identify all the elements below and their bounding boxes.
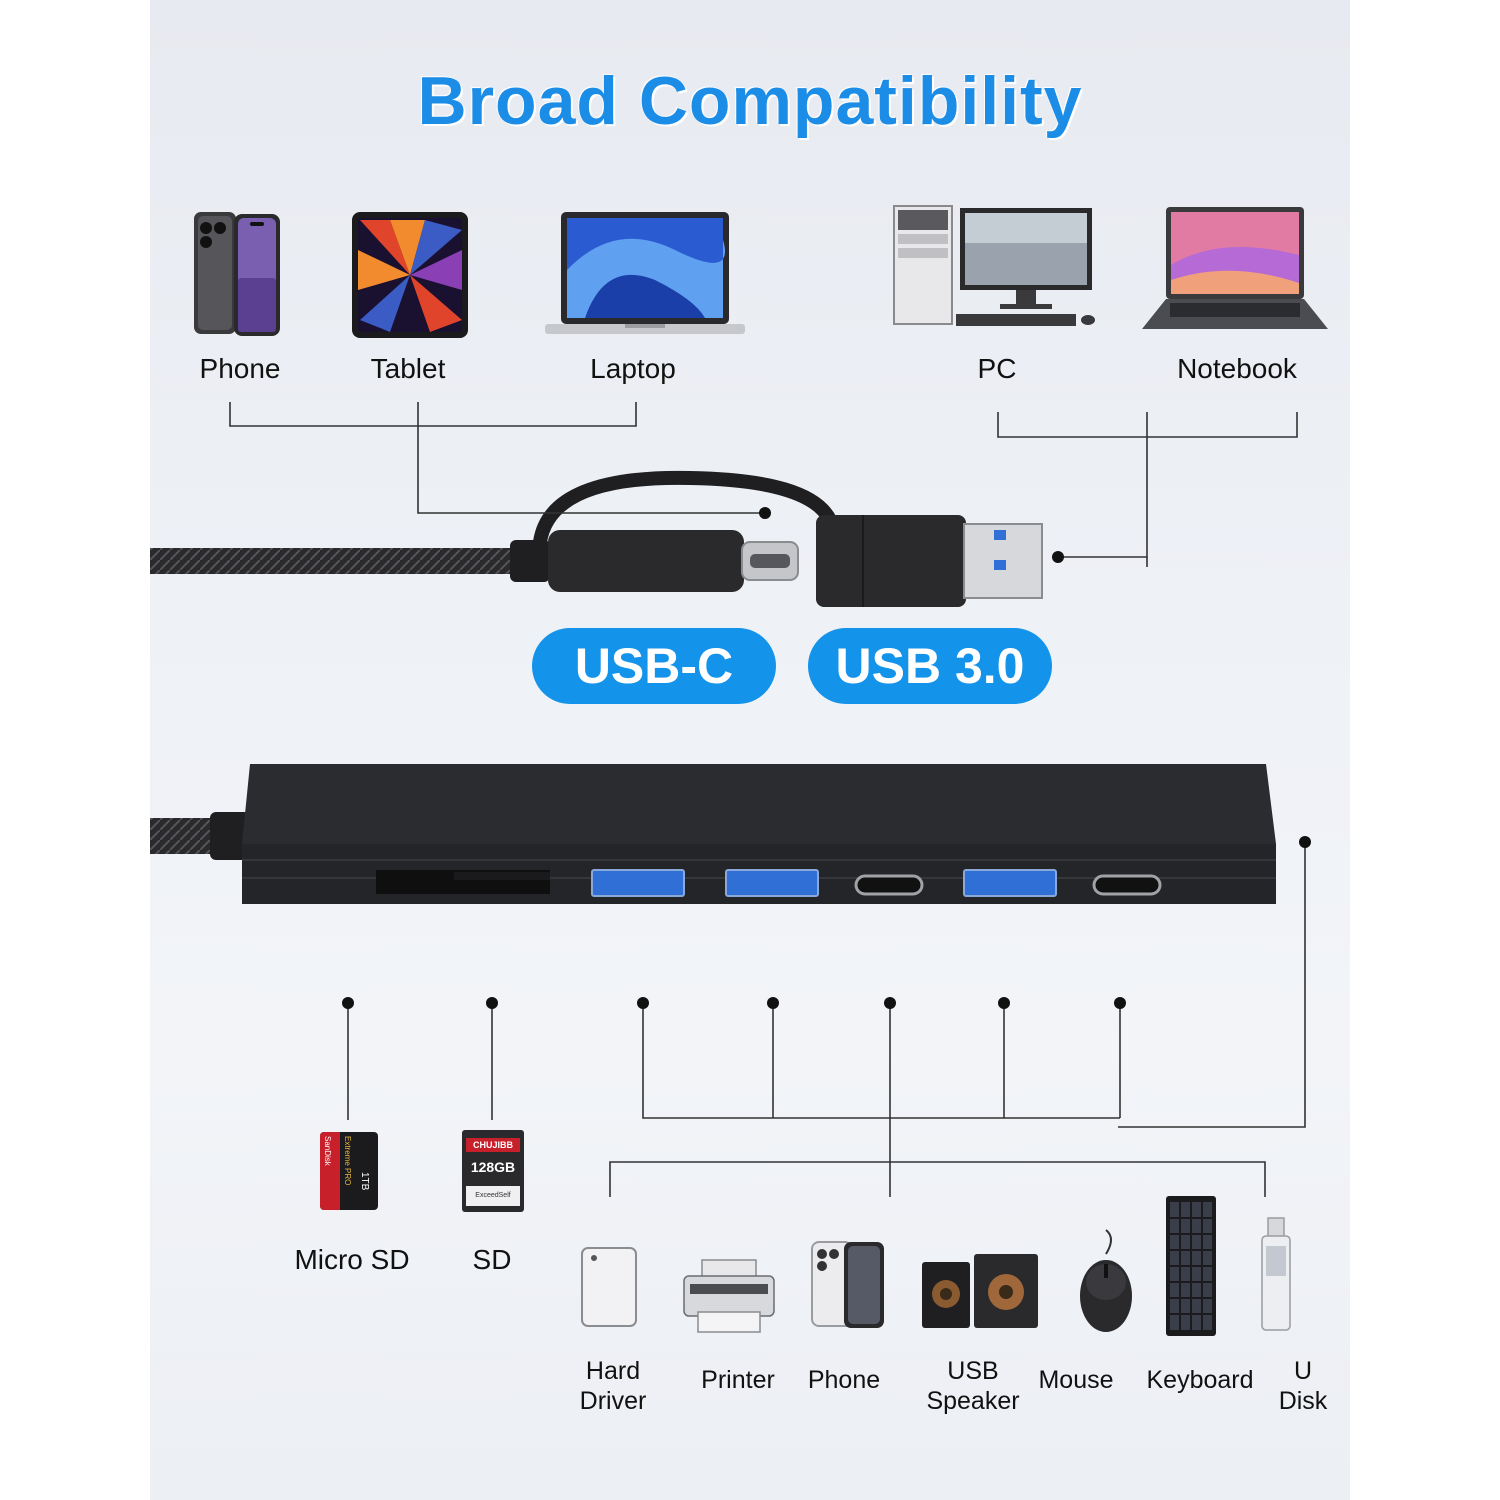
micro-sd-brand: SanDisk [323, 1136, 332, 1166]
tablet-icon [352, 212, 468, 338]
dual-connector-cable [150, 470, 1043, 607]
host-label-pc: PC [977, 353, 1017, 384]
notebook-icon [1142, 207, 1328, 329]
peripheral-label-line: Hard [585, 1357, 641, 1385]
peripheral-label-line: Mouse [1038, 1366, 1114, 1394]
host-label-phone: Phone [199, 353, 281, 384]
micro-sd-model: Extreme PRO [343, 1136, 352, 1186]
peripheral-label-line: Printer [701, 1366, 775, 1394]
laptop-icon [545, 212, 745, 334]
mouse-icon [1080, 1229, 1132, 1332]
usb-flash-drive-icon [1261, 1217, 1291, 1331]
peripheral-label-u-disk: U Disk [1268, 1356, 1338, 1416]
peripheral-label-line: Phone [807, 1366, 881, 1394]
peripheral-label-keyboard: Keyboard [1138, 1365, 1262, 1395]
host-label-laptop: Laptop [590, 353, 676, 384]
peripheral-label-hard-driver: Hard Driver [560, 1356, 666, 1416]
peripheral-label-line: USB [947, 1357, 999, 1385]
peripheral-label-usb-speaker: USB Speaker [914, 1356, 1032, 1416]
background-panel [150, 0, 1350, 1500]
card-label-sd: SD [472, 1244, 512, 1275]
keyboard-icon [1166, 1196, 1216, 1336]
speaker-icon [922, 1254, 1038, 1328]
peripheral-label-phone: Phone [796, 1365, 892, 1395]
usb-c-badge: USB-C [532, 628, 776, 704]
peripheral-label-line: Disk [1278, 1387, 1328, 1415]
sd-subtext: ExceedSelf [466, 1186, 520, 1206]
peripheral-label-line: U [1293, 1357, 1313, 1385]
peripheral-label-line: Speaker [926, 1387, 1020, 1415]
usb-3-badge: USB 3.0 [808, 628, 1052, 704]
peripheral-label-mouse: Mouse [1030, 1365, 1122, 1395]
card-label-micro-sd: Micro SD [294, 1244, 410, 1275]
hard-drive-icon [581, 1247, 637, 1327]
micro-sd-card-icon: SanDisk Extreme PRO 1TB [320, 1132, 378, 1210]
page-title: Broad Compatibility [417, 63, 1083, 139]
micro-sd-capacity: 1TB [359, 1172, 370, 1191]
peripheral-label-line: Driver [579, 1387, 647, 1415]
sd-capacity: 128GB [470, 1159, 516, 1175]
usb-hub [150, 764, 1276, 904]
desktop-pc-icon [893, 205, 1095, 326]
printer-icon [683, 1259, 775, 1333]
sd-brand: CHUJIBB [466, 1138, 520, 1152]
peripheral-label-line: Keyboard [1146, 1366, 1254, 1394]
peripheral-label-printer: Printer [686, 1365, 790, 1395]
smartphone-icon [194, 212, 280, 336]
host-label-tablet: Tablet [370, 353, 446, 384]
smartphone-icon [811, 1241, 884, 1328]
sd-card-icon: CHUJIBB 128GB ExceedSelf [462, 1130, 524, 1212]
host-label-notebook: Notebook [1177, 353, 1297, 384]
